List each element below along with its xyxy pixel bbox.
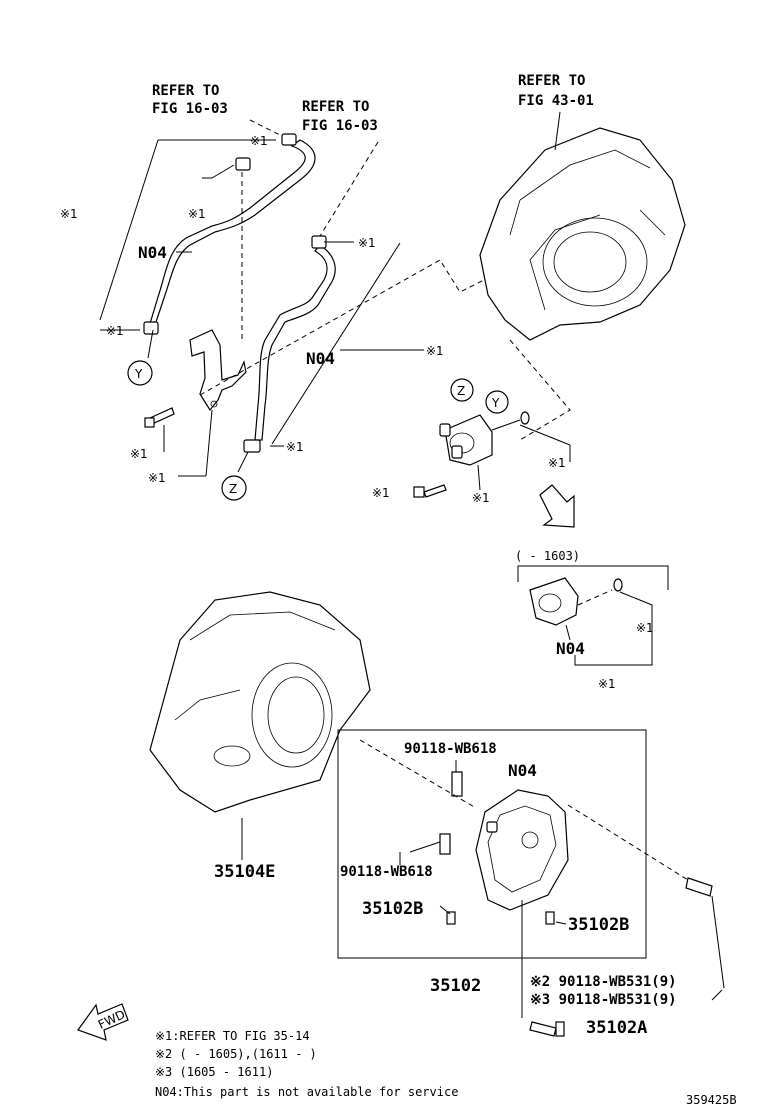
mark-label: ※1 (188, 207, 206, 221)
mark-label: ※1 (598, 677, 616, 691)
y-marker: Y (491, 396, 500, 410)
variant-range: ( - 1603) (515, 549, 580, 563)
transmission-housing (149, 591, 371, 860)
y-marker: Y (134, 367, 143, 381)
reference-labels: REFER TO FIG 16-03 REFER TO FIG 16-03 RE… (152, 73, 594, 134)
part-n04: N04 (508, 761, 537, 780)
transmission-case-upper (479, 111, 686, 341)
note-1: ※1:REFER TO FIG 35-14 (155, 1029, 310, 1043)
part-number-labels: 35104E 90118-WB618 N04 90118-WB618 35102… (214, 741, 677, 1038)
side-cover (475, 789, 569, 911)
bolt-small-left (144, 407, 175, 428)
arrow-down-right (539, 484, 575, 528)
ref-b-line2: FIG 16-03 (302, 118, 378, 134)
bolts-cover (439, 771, 713, 1037)
figure-id: 359425B (686, 1093, 737, 1107)
part-35102B-right: 35102B (568, 915, 629, 935)
part-35102A: 35102A (586, 1018, 647, 1038)
leaders-upper-left (99, 119, 424, 477)
mark-label: ※1 (250, 134, 268, 148)
footnotes: ※1:REFER TO FIG 35-14 ※2 ( - 1605),(1611… (155, 1029, 458, 1099)
part-35102: 35102 (430, 976, 481, 996)
mark-labels: ※1 ※1 ※1 ※1 ※1 ※1 ※1 ※1 ※1 ※1 ※1 ※1 ※1 ※… (60, 134, 654, 691)
variant-box (517, 565, 669, 666)
note-4: N04:This part is not available for servi… (155, 1085, 458, 1099)
mark-label: ※1 (60, 207, 78, 221)
dashed-connections (199, 259, 571, 441)
part-bolt-b: 90118-WB618 (340, 864, 433, 880)
cover-leaders (359, 739, 725, 1018)
mark-label: ※1 (286, 440, 304, 454)
n04-label: N04 (138, 243, 167, 262)
ref-a-line2: FIG 16-03 (152, 101, 228, 117)
hose-left (143, 133, 316, 335)
note-2: ※2 ( - 1605),(1611 - ) (155, 1047, 317, 1061)
ref-c-line2: FIG 43-01 (518, 93, 594, 109)
mark-label: ※1 (130, 447, 148, 461)
n04-label: N04 (556, 639, 585, 658)
z-marker: Z (457, 384, 465, 398)
ref-b-line1: REFER TO (302, 99, 369, 115)
mark-label: ※1 (636, 621, 654, 635)
mark-label: ※1 (372, 486, 390, 500)
bracket (189, 329, 247, 412)
mark-label: ※1 (358, 236, 376, 250)
part-wb531-a: ※2 90118-WB531(9) (530, 974, 677, 990)
part-35104E: 35104E (214, 862, 275, 882)
mark-label: ※1 (548, 456, 566, 470)
hose-middle (243, 235, 336, 453)
fwd-arrow (77, 1003, 129, 1041)
fwd-label: FWD (96, 1007, 127, 1032)
mark-label: ※1 (426, 344, 444, 358)
ref-c-line1: REFER TO (518, 73, 585, 89)
ref-a-line1: REFER TO (152, 83, 219, 99)
part-bolt-a: 90118-WB618 (404, 741, 497, 757)
mark-label: ※1 (148, 471, 166, 485)
mark-label: ※1 (472, 491, 490, 505)
cooler-unit (413, 411, 571, 498)
code-labels: N04 N04 N04 Y Z Z Y (127, 243, 585, 658)
cover-box (337, 729, 647, 959)
part-35102B-left: 35102B (362, 899, 423, 919)
z-marker: Z (229, 482, 237, 496)
n04-label: N04 (306, 349, 335, 368)
note-3: ※3 (1605 - 1611) (155, 1065, 273, 1079)
mark-label: ※1 (106, 324, 124, 338)
part-wb531-b: ※3 90118-WB531(9) (530, 992, 677, 1008)
